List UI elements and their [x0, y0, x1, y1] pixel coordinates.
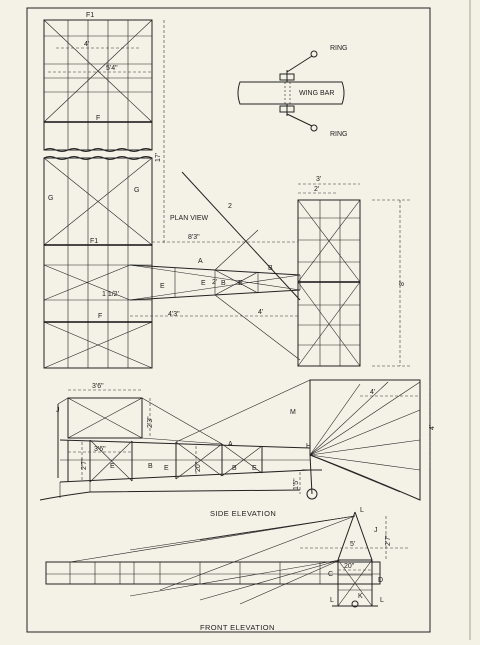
label-4-side: 4' — [370, 389, 375, 396]
label-2-top: 2' — [314, 186, 319, 193]
label-2-7-front: 2'7" — [385, 534, 392, 546]
plan-fuselage — [129, 171, 360, 361]
label-k-front: K — [358, 593, 363, 600]
label-ring-bottom: RING — [330, 131, 348, 138]
label-e-plan-right: E — [238, 280, 243, 287]
plan-dimensions — [48, 20, 410, 367]
label-20-side: 20" — [195, 461, 202, 472]
label-20-front: 20" — [344, 563, 355, 570]
label-ring-top: RING — [330, 45, 348, 52]
label-f-low: F — [98, 313, 102, 320]
label-width-5-4: 5'4" — [106, 65, 118, 72]
page-border — [26, 7, 431, 633]
plan-view: F1 4' 5'4" F G G 17' F1 F PLAN VIEW 2 8'… — [43, 12, 410, 369]
label-2-7: 2'7" — [81, 458, 88, 470]
label-g-left: G — [48, 195, 53, 202]
label-e-side-3: E — [252, 465, 257, 472]
label-m-side: M — [290, 409, 296, 416]
label-b-side-1: B — [148, 463, 153, 470]
label-2: 2 — [228, 203, 232, 210]
label-5: 5' — [350, 541, 355, 548]
label-j-front: J — [374, 527, 378, 534]
label-b-side-2: B — [232, 465, 237, 472]
wing-bar-detail: RING WING BAR RING — [237, 45, 348, 138]
plan-tail — [297, 199, 361, 367]
label-b-plan: B — [268, 265, 273, 272]
label-4-plan: 4' — [258, 309, 263, 316]
label-h-side: H — [306, 443, 311, 450]
label-4-right: 4' — [429, 425, 436, 430]
label-span-17: 17' — [155, 153, 162, 162]
label-d-front: D — [378, 577, 383, 584]
caption-side-elevation: SIDE ELEVATION — [210, 509, 276, 518]
label-f-mid: F — [96, 115, 100, 122]
label-4-3: 4'3" — [168, 311, 180, 318]
label-e-plan-mid: E — [201, 280, 206, 287]
main-wing-lower — [43, 157, 153, 369]
label-e-plan-left: E — [160, 283, 165, 290]
side-elevation: J 3'6" 2'3" 3'6" 2'7" E B E A 20" B E M … — [39, 379, 436, 518]
label-e-side-1: E — [110, 463, 115, 470]
label-l-bottom-left: L — [330, 597, 334, 604]
label-a-side: A — [228, 441, 233, 448]
label-b-plan-mid: B — [221, 280, 226, 287]
label-width-4: 4' — [84, 41, 89, 48]
label-2-3: 2'3" — [147, 416, 154, 428]
label-2-plan: 2' — [212, 279, 217, 286]
label-f1-top: F1 — [86, 12, 94, 19]
label-1-half: 1 1/2' — [102, 291, 119, 298]
label-l-bottom-right: L — [380, 597, 384, 604]
label-3-6-mid: 3'6" — [94, 446, 106, 453]
label-j-side: J — [56, 407, 60, 414]
label-a-plan: A — [198, 258, 203, 265]
caption-front-elevation: FRONT ELEVATION — [200, 623, 275, 632]
label-3-top: 3' — [316, 176, 321, 183]
label-plan-view: PLAN VIEW — [170, 215, 209, 222]
main-wing-upper — [43, 19, 153, 160]
label-f1-low: F1 — [90, 238, 98, 245]
label-g-right: G — [134, 187, 139, 194]
label-3-6-top: 3'6" — [92, 383, 104, 390]
label-8-3: 8'3" — [188, 234, 200, 241]
label-e-side-2: E — [164, 465, 169, 472]
front-elevation: L J 2'7" 5' C 20" K D L L FRONT ELEVATIO… — [45, 507, 408, 632]
label-c-front: C — [328, 571, 333, 578]
label-l-top: L — [360, 507, 364, 514]
label-1-5: 1'5" — [293, 478, 300, 490]
label-8: 8' — [399, 281, 406, 286]
label-wing-bar: WING BAR — [299, 90, 334, 97]
